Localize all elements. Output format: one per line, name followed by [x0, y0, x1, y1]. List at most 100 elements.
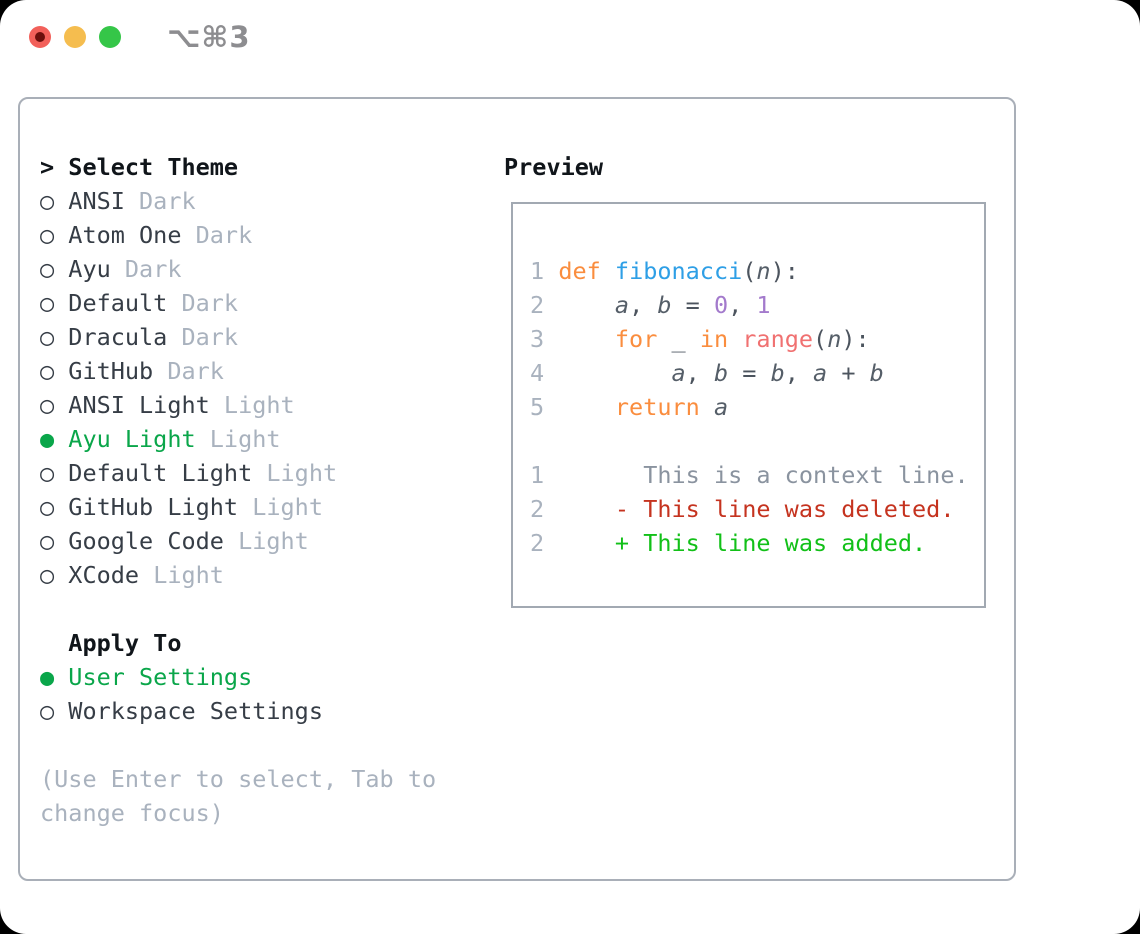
- radio-unselected-icon: ○: [40, 493, 69, 521]
- code-token-pl: [544, 359, 671, 387]
- theme-name: Google Code: [68, 527, 224, 555]
- code-token-ctx: This is a context line.: [643, 461, 969, 489]
- code-token-pl: ,: [685, 359, 714, 387]
- code-line: 2 + This line was added.: [530, 526, 969, 560]
- code-token-fn: fibonacci: [614, 257, 743, 285]
- code-token-var: b: [713, 359, 729, 387]
- theme-option-ansi[interactable]: ○ ANSI Dark: [40, 184, 436, 218]
- code-token-num: 0: [713, 291, 729, 319]
- code-token-var: b: [770, 359, 785, 387]
- code-token-pl: [544, 257, 558, 285]
- theme-name: ANSI: [68, 187, 125, 215]
- theme-option-default-light[interactable]: ○ Default Light Light: [40, 456, 436, 490]
- apply-option-label: User Settings: [68, 663, 253, 691]
- code-token-var: a: [813, 359, 828, 387]
- spacer: [40, 592, 436, 626]
- apply-to-label: Apply To: [40, 629, 182, 657]
- close-button-icon[interactable]: [29, 26, 51, 48]
- code-token-pl: (: [742, 257, 757, 285]
- minimize-button-icon[interactable]: [64, 26, 86, 48]
- radio-unselected-icon: ○: [40, 187, 69, 215]
- help-hint-text: (Use Enter to select, Tab to: [40, 765, 437, 793]
- theme-selector-column: > Select Theme○ ANSI Dark○ Atom One Dark…: [40, 150, 436, 830]
- code-line: 1 def fibonacci(n):: [530, 254, 969, 288]
- code-token-var: n: [827, 325, 842, 353]
- theme-name: Dracula: [68, 323, 168, 351]
- theme-option-xcode[interactable]: ○ XCode Light: [40, 558, 436, 592]
- help-hint-text: change focus): [40, 799, 224, 827]
- theme-option-github-light[interactable]: ○ GitHub Light Light: [40, 490, 436, 524]
- code-token-pl: [544, 461, 643, 489]
- close-dot-icon: [35, 32, 45, 42]
- code-token-kw: in: [699, 325, 729, 353]
- code-token-var: a: [671, 359, 686, 387]
- theme-option-default[interactable]: ○ Default Dark: [40, 286, 436, 320]
- code-token-num: 1: [756, 291, 771, 319]
- code-token-var: b: [657, 291, 672, 319]
- preview-heading: Preview: [504, 153, 604, 181]
- code-token-add: + This line was added.: [614, 529, 927, 557]
- code-token-kw: return: [614, 393, 700, 421]
- radio-unselected-icon: ○: [40, 561, 69, 589]
- select-theme-label: Select Theme: [68, 153, 239, 181]
- apply-to-heading: Apply To: [40, 626, 436, 660]
- radio-unselected-icon: ○: [40, 697, 69, 725]
- select-theme-heading: > Select Theme: [40, 150, 436, 184]
- theme-name: Ayu Light: [68, 425, 196, 453]
- code-token-pl: ):: [770, 257, 799, 285]
- theme-option-ayu-light[interactable]: ● Ayu Light Light: [40, 422, 436, 456]
- theme-option-github[interactable]: ○ GitHub Dark: [40, 354, 436, 388]
- code-token-pl: (: [813, 325, 828, 353]
- radio-unselected-icon: ○: [40, 221, 69, 249]
- code-line: 3 for _ in range(n):: [530, 322, 969, 356]
- theme-variant-tag: Dark: [110, 255, 182, 283]
- theme-name: Default Light: [68, 459, 253, 487]
- radio-unselected-icon: ○: [40, 527, 69, 555]
- theme-option-ayu[interactable]: ○ Ayu Dark: [40, 252, 436, 286]
- zoom-button-icon[interactable]: [99, 26, 121, 48]
- theme-variant-tag: Dark: [167, 323, 239, 351]
- line-number: 1: [530, 461, 545, 489]
- code-line-blank: [530, 424, 969, 458]
- code-token-del: - This line was deleted.: [614, 495, 955, 523]
- line-number: 2: [530, 495, 545, 523]
- code-token-pl: [544, 495, 615, 523]
- apply-option-user-settings[interactable]: ● User Settings: [40, 660, 436, 694]
- code-token-kw: for: [614, 325, 658, 353]
- theme-option-atom-one[interactable]: ○ Atom One Dark: [40, 218, 436, 252]
- code-token-pl: [700, 393, 714, 421]
- apply-option-label: Workspace Settings: [68, 697, 323, 725]
- title-bar: ⌥⌘3: [0, 0, 1140, 70]
- theme-option-ansi-light[interactable]: ○ ANSI Light Light: [40, 388, 436, 422]
- code-token-pl: +: [827, 359, 870, 387]
- theme-name: Ayu: [68, 255, 111, 283]
- code-token-pl: [686, 325, 700, 353]
- theme-option-google-code[interactable]: ○ Google Code Light: [40, 524, 436, 558]
- theme-name: Atom One: [68, 221, 182, 249]
- code-token-pl: [544, 291, 615, 319]
- code-token-pl: ,: [784, 359, 814, 387]
- theme-variant-tag: Light: [209, 391, 295, 419]
- code-token-pl: [544, 325, 615, 353]
- radio-selected-icon: ●: [40, 425, 69, 453]
- theme-option-dracula[interactable]: ○ Dracula Dark: [40, 320, 436, 354]
- line-number: 2: [530, 529, 545, 557]
- apply-option-workspace-settings[interactable]: ○ Workspace Settings: [40, 694, 436, 728]
- code-token-pl: ,: [728, 291, 757, 319]
- radio-unselected-icon: ○: [40, 459, 69, 487]
- code-token-pl: ,: [629, 291, 658, 319]
- line-number: 4: [530, 359, 545, 387]
- theme-variant-tag: Dark: [153, 357, 224, 385]
- code-line: 2 a, b = 0, 1: [530, 288, 969, 322]
- radio-selected-icon: ●: [40, 663, 69, 691]
- line-number: 2: [530, 291, 545, 319]
- radio-unselected-icon: ○: [40, 357, 69, 385]
- code-token-pl: [544, 393, 615, 421]
- help-hint-line: (Use Enter to select, Tab to: [40, 762, 436, 796]
- code-token-var: a: [614, 291, 630, 319]
- window-title: ⌥⌘3: [167, 20, 251, 54]
- code-token-pl: [601, 257, 615, 285]
